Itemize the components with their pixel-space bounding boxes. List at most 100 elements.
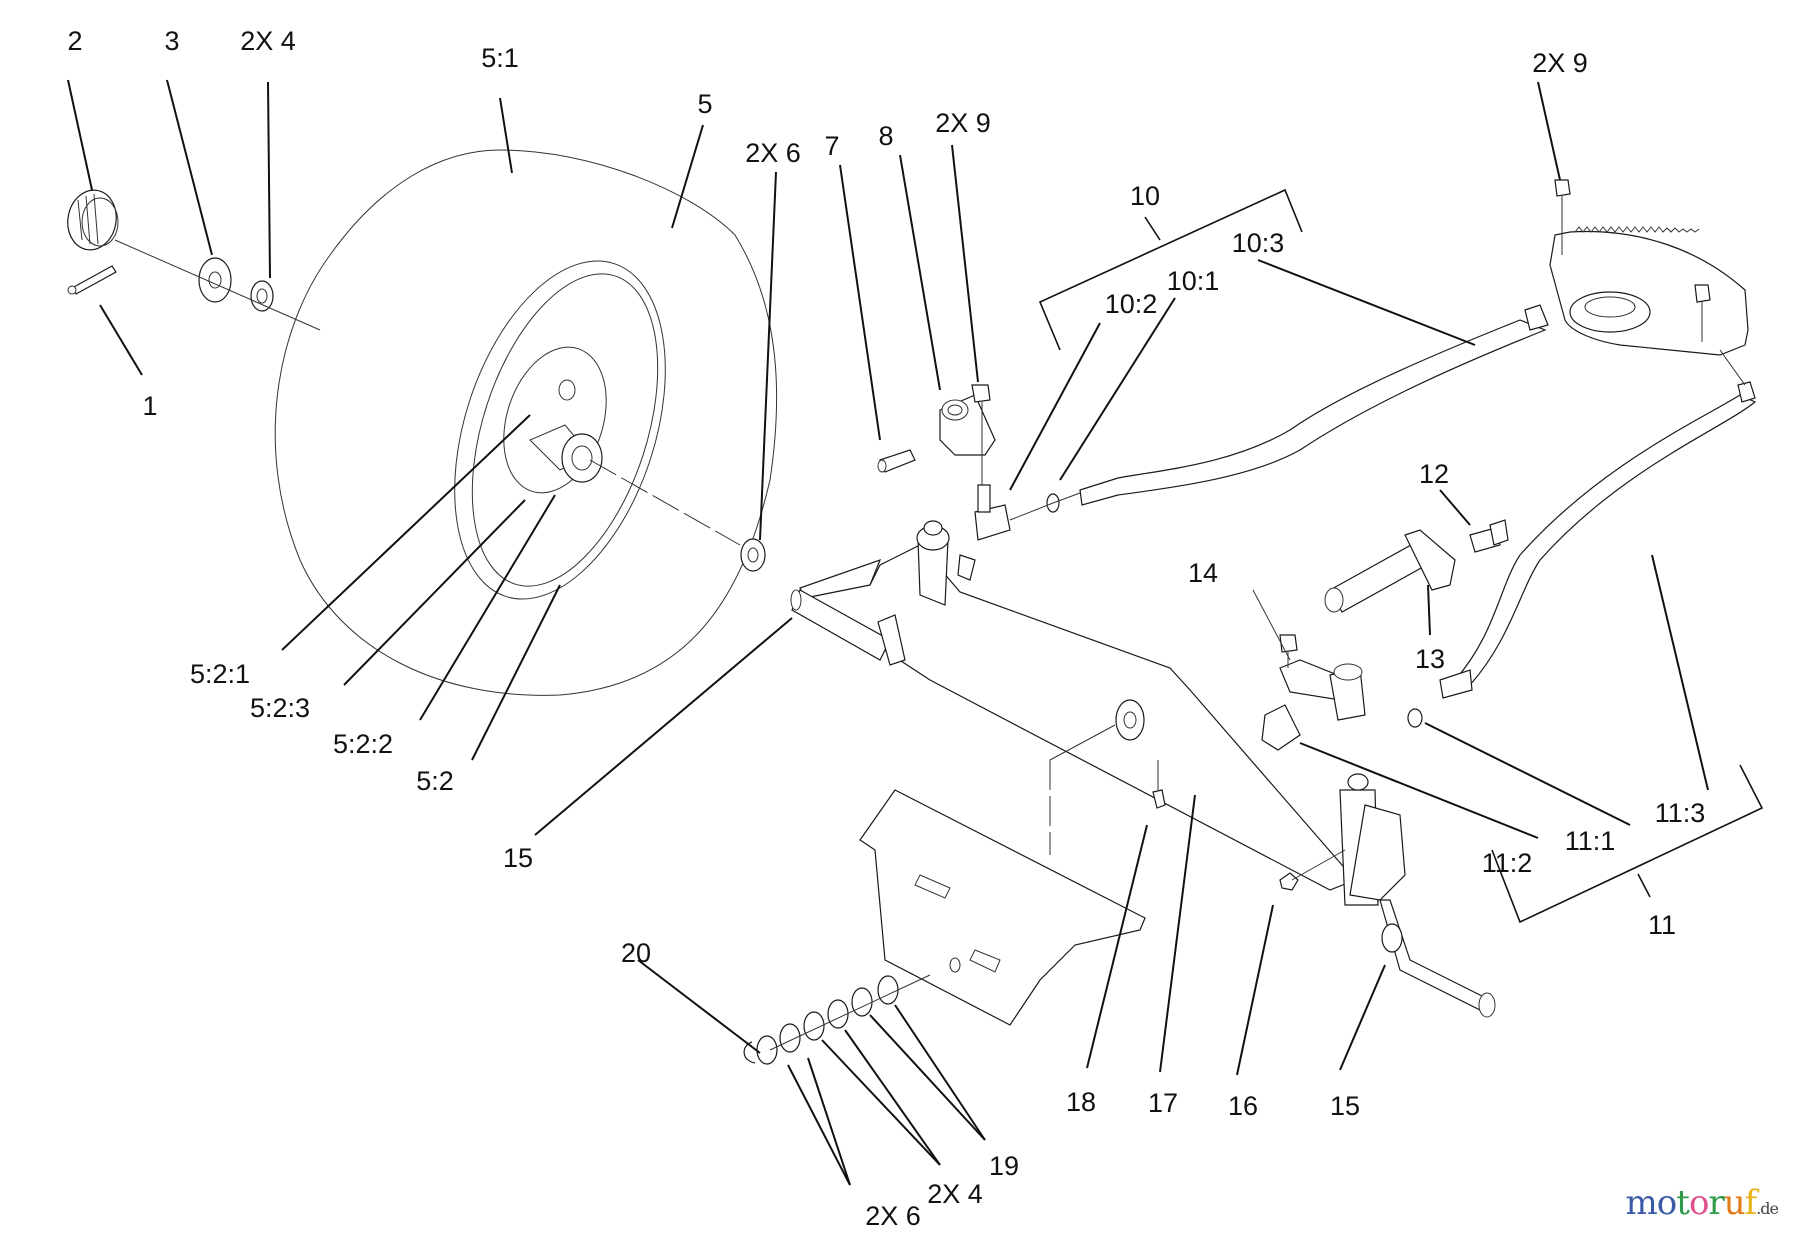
callout-12: 12 bbox=[1419, 459, 1449, 489]
lock-nut-part bbox=[1694, 284, 1711, 303]
washer-stack-part bbox=[756, 974, 931, 1065]
callout-1: 1 bbox=[142, 391, 157, 421]
spindle-right-part bbox=[1279, 773, 1496, 1018]
watermark-letter: o bbox=[1656, 1183, 1678, 1223]
callout-16: 16 bbox=[1228, 1091, 1258, 1121]
callout-5-2: 5:2 bbox=[416, 766, 454, 796]
grease-fitting-part bbox=[1152, 760, 1166, 809]
callout-2x6: 2X 6 bbox=[745, 138, 801, 168]
watermark-letter: o bbox=[1688, 1183, 1710, 1223]
watermark-suffix: .de bbox=[1756, 1199, 1779, 1218]
callout-2x6-lower: 2X 6 bbox=[865, 1201, 921, 1231]
callout-5-2-2: 5:2:2 bbox=[333, 729, 393, 759]
callout-2x9-right: 2X 9 bbox=[1532, 48, 1588, 78]
lock-nut-part bbox=[1279, 634, 1298, 653]
watermark-logo: motoruf.de bbox=[1625, 1183, 1779, 1223]
leader-line bbox=[534, 617, 793, 836]
callout-10: 10 bbox=[1130, 181, 1160, 211]
hub-cap-part bbox=[67, 189, 119, 251]
steering-arm-right-part bbox=[1261, 634, 1366, 751]
leader-line bbox=[471, 584, 561, 761]
leader-line bbox=[1257, 259, 1476, 346]
callout-19: 19 bbox=[989, 1151, 1019, 1181]
leader-line bbox=[869, 1014, 986, 1141]
callout-10-1: 10:1 bbox=[1167, 266, 1220, 296]
watermark-letter: u bbox=[1723, 1183, 1746, 1223]
leader-line bbox=[1424, 722, 1631, 826]
callout-3: 3 bbox=[164, 26, 179, 56]
watermark-letter: f bbox=[1744, 1183, 1758, 1223]
hex-bolt-part bbox=[1469, 519, 1509, 553]
wheel-rim-part bbox=[454, 260, 666, 600]
leader-line bbox=[1299, 742, 1539, 839]
steering-arm-part bbox=[939, 394, 996, 456]
callout-15-left: 15 bbox=[503, 843, 533, 873]
leader-line bbox=[759, 171, 777, 541]
leader-line bbox=[821, 1039, 941, 1166]
callout-labels: 2 3 2X 4 5:1 5 2X 6 7 8 2X 9 10 10:3 10:… bbox=[67, 26, 1705, 1231]
lock-nut-part bbox=[971, 384, 991, 485]
leader-line bbox=[1059, 297, 1176, 481]
jam-nut-part bbox=[1407, 708, 1423, 728]
skid-plate-part bbox=[859, 724, 1146, 1026]
callout-18: 18 bbox=[1066, 1087, 1096, 1117]
grease-fitting-part bbox=[1279, 872, 1299, 891]
cotter-pin-part bbox=[67, 265, 117, 295]
callout-10-2: 10:2 bbox=[1105, 289, 1158, 319]
watermark-letter: t bbox=[1676, 1183, 1690, 1223]
callout-5: 5 bbox=[697, 89, 712, 119]
leader-line bbox=[787, 1064, 851, 1186]
watermark-letter: m bbox=[1625, 1183, 1658, 1223]
leader-line bbox=[899, 154, 941, 391]
callout-7: 7 bbox=[824, 131, 839, 161]
leader-line bbox=[1009, 322, 1101, 491]
callout-20: 20 bbox=[621, 938, 651, 968]
leader-lines bbox=[67, 79, 1709, 1186]
callout-2: 2 bbox=[67, 26, 82, 56]
leader-line bbox=[99, 304, 143, 376]
axis-line bbox=[114, 239, 321, 331]
tie-rod-lower-part bbox=[1407, 349, 1757, 728]
callout-5-1: 5:1 bbox=[481, 43, 519, 73]
axis-line bbox=[589, 459, 741, 546]
pivot-bar-part bbox=[1324, 529, 1456, 613]
leader-line bbox=[1537, 81, 1561, 181]
hub-bushing-part bbox=[529, 379, 603, 483]
leader-line bbox=[267, 81, 271, 279]
callout-2x4: 2X 4 bbox=[240, 26, 296, 56]
callout-11-1: 11:1 bbox=[1565, 826, 1616, 856]
leader-line bbox=[166, 79, 213, 256]
leader-line bbox=[951, 144, 979, 383]
roll-pin-part bbox=[877, 449, 916, 473]
pivot-washer-part bbox=[1115, 699, 1145, 741]
leader-line bbox=[839, 164, 881, 441]
leader-line bbox=[807, 1057, 851, 1186]
callout-2x9: 2X 9 bbox=[935, 108, 991, 138]
leader-line bbox=[499, 97, 513, 174]
lock-nut-part bbox=[1554, 179, 1571, 197]
valve-stem-part bbox=[558, 379, 576, 401]
callout-8: 8 bbox=[878, 121, 893, 151]
callout-14: 14 bbox=[1188, 558, 1218, 588]
leader-line bbox=[844, 1029, 941, 1166]
leader-line bbox=[1252, 589, 1291, 661]
leader-line bbox=[1339, 964, 1386, 1071]
leader-line bbox=[1427, 584, 1431, 636]
leader-line bbox=[343, 499, 526, 686]
leader-line bbox=[419, 494, 556, 721]
leader-line bbox=[1159, 794, 1196, 1073]
leader-line bbox=[281, 414, 531, 651]
leader-line bbox=[67, 79, 93, 191]
assembly-bracket-10 bbox=[1038, 188, 1303, 351]
spindle-left-part bbox=[790, 520, 976, 666]
leader-line bbox=[1086, 824, 1148, 1069]
leader-line bbox=[637, 959, 761, 1054]
callout-11-2: 11:2 bbox=[1482, 848, 1533, 878]
callout-17: 17 bbox=[1148, 1088, 1178, 1118]
watermark-letter: r bbox=[1708, 1183, 1724, 1223]
leader-line bbox=[894, 1004, 986, 1141]
tire-part bbox=[274, 149, 778, 696]
callout-15-right: 15 bbox=[1330, 1091, 1360, 1121]
callout-5-2-1: 5:2:1 bbox=[190, 659, 250, 689]
